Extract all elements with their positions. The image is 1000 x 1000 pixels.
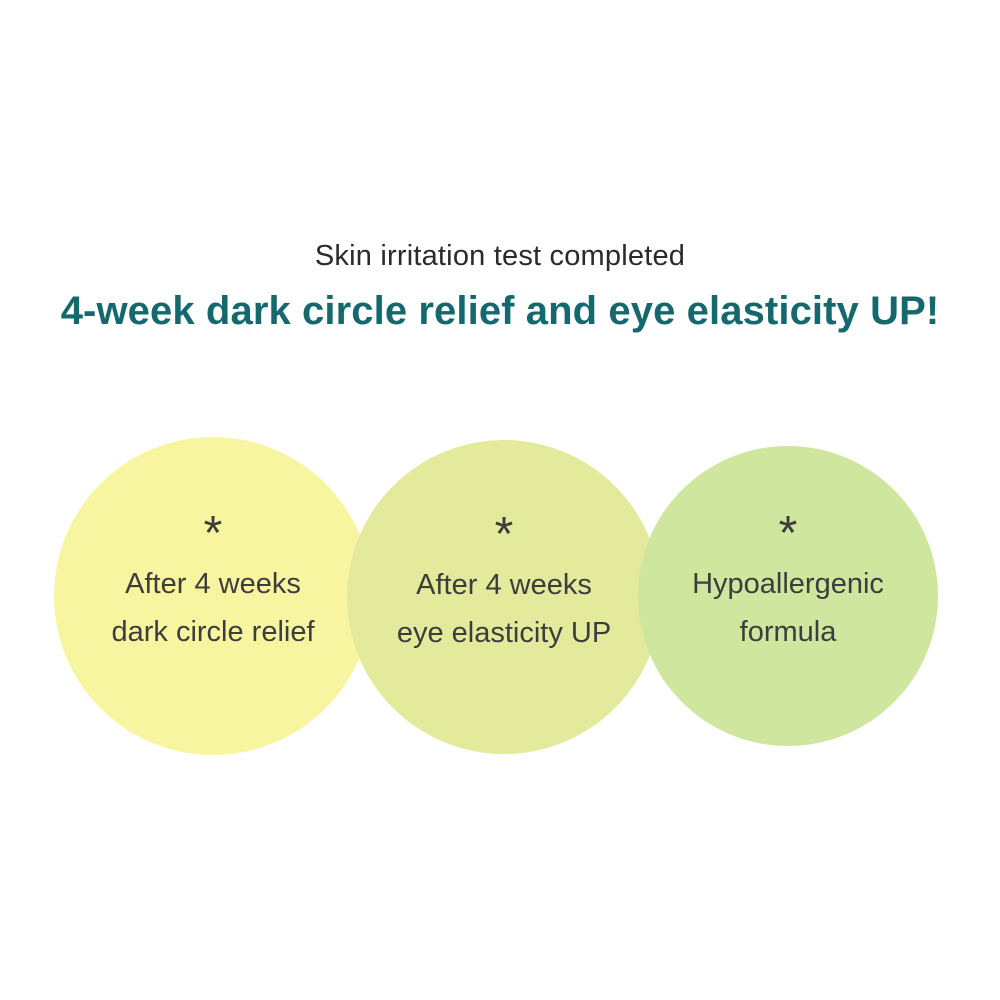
- header: Skin irritation test completed 4-week da…: [0, 240, 1000, 334]
- asterisk-icon: *: [494, 507, 514, 561]
- benefit-circle-dark-circle-relief: * After 4 weeks dark circle relief: [54, 437, 372, 755]
- benefit-line-2: eye elasticity UP: [396, 616, 612, 649]
- page-subtitle: Skin irritation test completed: [314, 240, 686, 272]
- asterisk-icon: *: [778, 506, 798, 560]
- benefit-line-2: formula: [739, 615, 837, 648]
- benefit-line-1: After 4 weeks: [416, 568, 592, 601]
- page-title: 4-week dark circle relief and eye elasti…: [60, 289, 940, 333]
- benefit-circle-eye-elasticity: * After 4 weeks eye elasticity UP: [347, 440, 661, 754]
- circle-content: * After 4 weeks eye elasticity UP: [396, 507, 612, 658]
- benefit-line-1: Hypoallergenic: [692, 567, 884, 600]
- benefit-circle-hypoallergenic: * Hypoallergenic formula: [638, 446, 938, 746]
- benefit-line-1: After 4 weeks: [125, 567, 301, 600]
- asterisk-icon: *: [203, 506, 223, 560]
- circle-content: * After 4 weeks dark circle relief: [111, 506, 315, 657]
- benefit-line-2: dark circle relief: [111, 615, 315, 648]
- circle-content: * Hypoallergenic formula: [692, 506, 884, 657]
